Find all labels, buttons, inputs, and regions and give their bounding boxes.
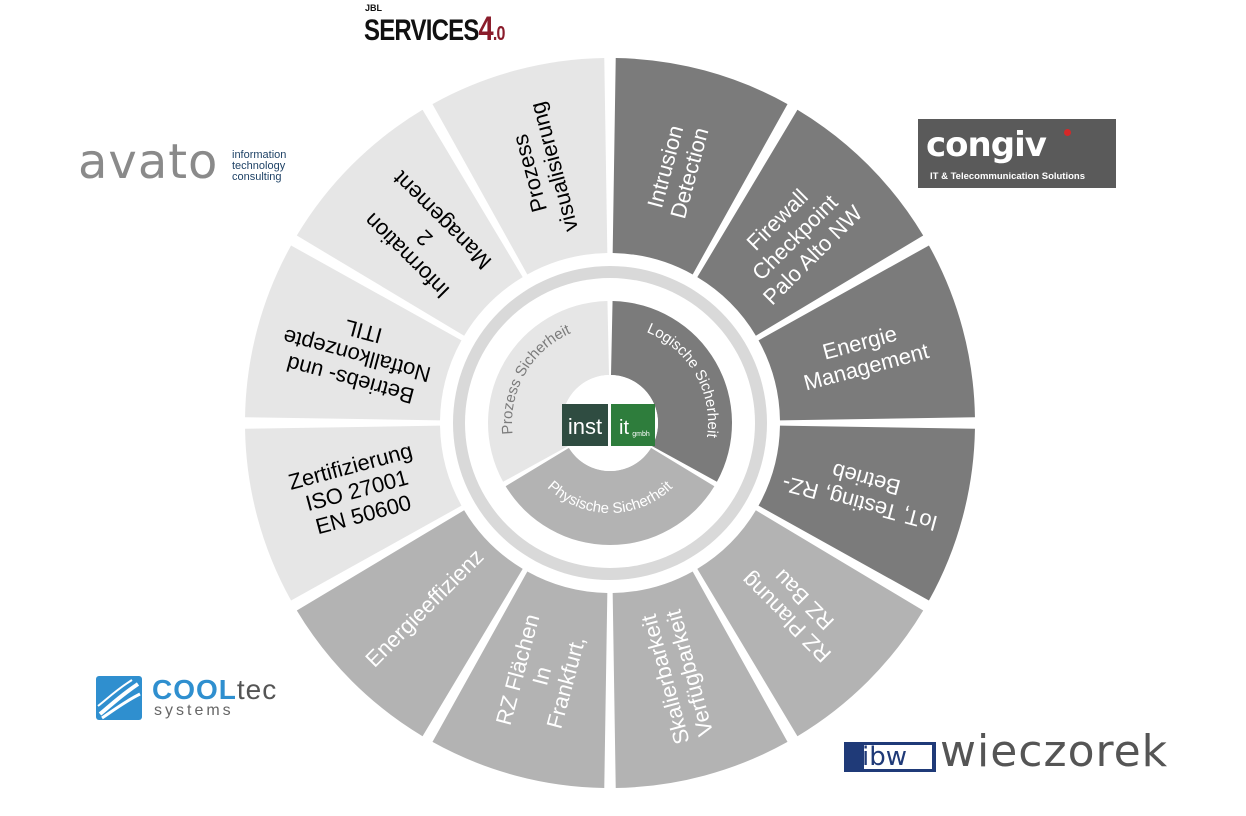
center-logo-inst-box — [562, 404, 608, 446]
cooltec-logo: COOLtec systems — [96, 674, 346, 722]
congiv-part-con: con — [926, 125, 992, 165]
cooltec-wave-icon — [96, 676, 142, 720]
inner-sector — [488, 301, 609, 482]
wheel-segment — [245, 425, 462, 601]
jbl-services-word: SERVICES — [364, 14, 479, 47]
avato-wordmark: avato — [78, 134, 219, 190]
jbl-services-decimal: .0 — [492, 23, 506, 45]
wheel-segment — [296, 510, 523, 737]
wheel-segment — [612, 58, 788, 275]
wheel-segment — [758, 245, 975, 421]
congiv-wordmark: congiv — [926, 125, 1047, 165]
center-logo-it: it — [619, 417, 629, 439]
wieczorek-wordmark: wieczorek — [940, 726, 1169, 777]
wheel-segment — [296, 109, 523, 336]
jbl-services-number: 4 — [478, 10, 494, 48]
wheel-segment — [612, 571, 788, 788]
jbl-services-main: SERVICES4.0 — [364, 10, 505, 49]
cooltec-wordmark: COOLtec — [152, 674, 277, 706]
avato-tagline-3: consulting — [232, 171, 282, 183]
center-logo: inst it gmbh — [562, 404, 655, 446]
congiv-part-g: g — [990, 125, 1015, 165]
inner-sector — [611, 301, 732, 482]
congiv-logo: congiv IT & Telecommunication Solutions — [918, 119, 1116, 188]
center-hole — [562, 375, 658, 471]
wheel-segment — [697, 510, 924, 737]
center-logo-gmbh: gmbh — [632, 431, 650, 438]
ibw-box-inner — [864, 745, 932, 769]
center-logo-inst: inst — [568, 414, 602, 439]
wheel-segment — [432, 58, 608, 275]
inner-sector — [505, 447, 715, 545]
wheel-segment — [245, 245, 462, 421]
congiv-dot-icon — [1064, 129, 1071, 136]
avato-tagline-2: technology — [232, 160, 286, 172]
avato-tagline-1: information — [232, 149, 287, 161]
wheel-segment — [697, 109, 924, 336]
ibw-box: ibw — [844, 742, 936, 772]
avato-logo: avato information technology consulting — [78, 134, 308, 190]
congiv-tagline: IT & Telecommunication Solutions — [930, 171, 1086, 182]
congiv-part-iv: iv — [1014, 125, 1047, 165]
jbl-services-small: JBL — [365, 3, 383, 13]
cooltec-part-cool: COOL — [152, 674, 237, 705]
wheel-segment — [432, 571, 608, 788]
center-logo-it-box — [611, 404, 655, 446]
cooltec-part-tec: tec — [236, 674, 278, 705]
ibw-wieczorek-logo: ibw wieczorek — [844, 726, 1194, 777]
wheel-segment — [758, 425, 975, 601]
ibw-text: ibw — [862, 742, 907, 772]
jbl-services-logo: JBL SERVICES4.0 — [364, 2, 544, 52]
cooltec-sub: systems — [154, 702, 234, 719]
avato-tagline: information technology consulting — [232, 150, 286, 183]
